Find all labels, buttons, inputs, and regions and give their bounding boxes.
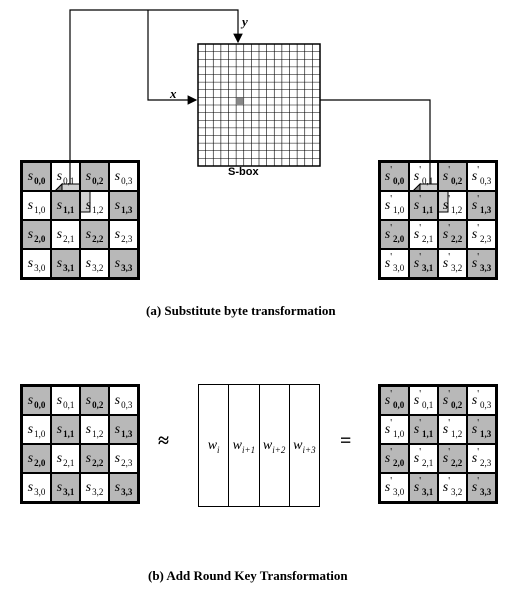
state-cell: s'2,3 <box>467 444 496 473</box>
state-cell: s'0,3 <box>467 386 496 415</box>
state-cell: s'1,2 <box>438 191 467 220</box>
state-cell: s'3,2 <box>438 473 467 502</box>
state-cell: s'2,2 <box>438 444 467 473</box>
state-cell: s'1,3 <box>467 191 496 220</box>
x-label: x <box>170 86 177 101</box>
state-cell: s'1,1 <box>409 191 438 220</box>
state-cell: s'3,3 <box>467 473 496 502</box>
state-cell: s'2,2 <box>438 220 467 249</box>
state-cell: s'3,0 <box>380 249 409 278</box>
equals-symbol: = <box>340 430 352 452</box>
state-cell: s'0,0 <box>380 386 409 415</box>
x-connector <box>147 10 198 105</box>
state-cell: s'1,1 <box>409 415 438 444</box>
caption-substitute-byte: (a) Substitute byte transformation <box>146 303 336 318</box>
state-cell: s'1,2 <box>438 415 467 444</box>
state-cell: s'3,1 <box>409 473 438 502</box>
state-cell: s'0,1 <box>409 386 438 415</box>
state-cell: s'2,1 <box>409 220 438 249</box>
state-cell: s'0,3 <box>467 162 496 191</box>
state-cell: s'0,1 <box>409 162 438 191</box>
state-cell: s'1,0 <box>380 415 409 444</box>
state-cell: s'1,0 <box>380 191 409 220</box>
state-cell: s'2,1 <box>409 444 438 473</box>
output-connector <box>320 99 435 210</box>
y-connector <box>69 9 243 188</box>
state-cell: s'3,0 <box>380 473 409 502</box>
state-cell: s'2,0 <box>380 220 409 249</box>
y-label: y <box>242 14 248 29</box>
state-cell: s'2,3 <box>467 220 496 249</box>
sbox-selected-cell <box>236 97 244 105</box>
state-cell: s'0,0 <box>380 162 409 191</box>
caption-add-round-key: (b) Add Round Key Transformation <box>148 568 348 583</box>
state-cell: s'1,3 <box>467 415 496 444</box>
state-cell: s'2,0 <box>380 444 409 473</box>
sbox-label: S-box <box>228 166 259 178</box>
state-cell: s'3,1 <box>409 249 438 278</box>
approx-symbol: ≈ <box>158 430 169 452</box>
state-cell: s'3,3 <box>467 249 496 278</box>
state-cell: s'0,2 <box>438 386 467 415</box>
state-cell: s'3,2 <box>438 249 467 278</box>
state-cell: s'0,2 <box>438 162 467 191</box>
